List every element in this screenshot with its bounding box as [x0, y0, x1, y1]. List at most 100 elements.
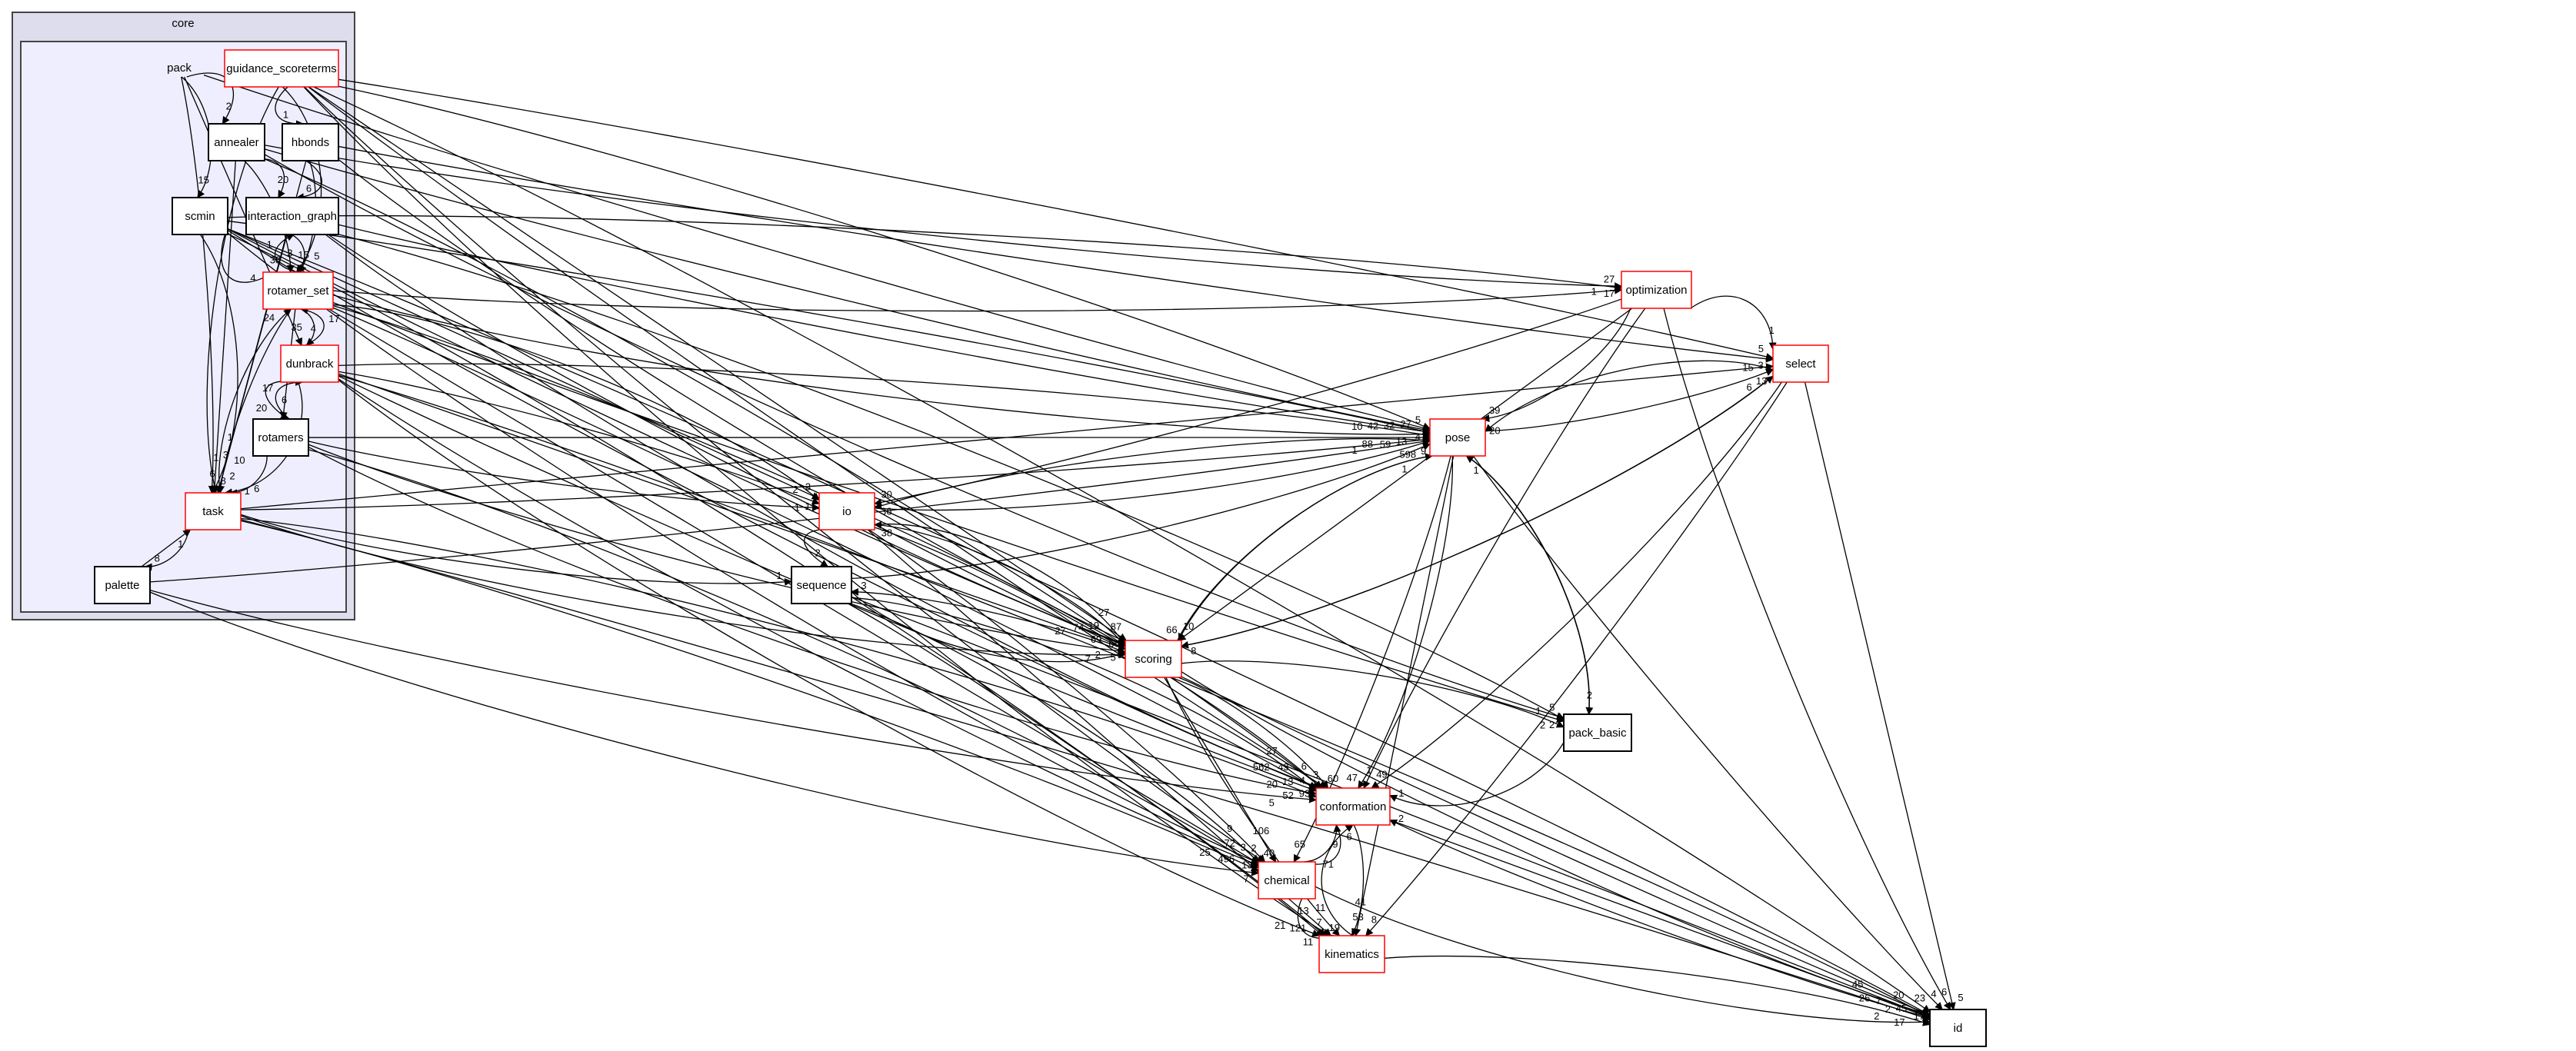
- edge-scoring-to-kinematics[interactable]: [1165, 677, 1341, 936]
- node-id[interactable]: id: [1929, 1009, 1987, 1047]
- edge-rotamer_set-to-io[interactable]: [332, 304, 820, 501]
- edge-scoring-to-select[interactable]: [1181, 375, 1774, 647]
- edge-rotamer_set-to-pack_basic[interactable]: [332, 301, 1565, 723]
- edge-interaction_graph-to-scoring[interactable]: [328, 234, 1126, 646]
- edge-count-label[interactable]: 121: [1290, 922, 1307, 933]
- edge-count-label[interactable]: 1: [228, 431, 233, 443]
- edge-count-label[interactable]: 4: [1931, 988, 1936, 999]
- edge-count-label[interactable]: 106: [1253, 825, 1270, 836]
- edge-count-label[interactable]: 2: [1540, 719, 1545, 730]
- edge-count-label[interactable]: 6: [1746, 381, 1751, 393]
- edge-count-label[interactable]: 562: [1253, 761, 1270, 773]
- edge-count-label[interactable]: 20: [278, 174, 288, 185]
- edge-dunbrack-to-pose[interactable]: [338, 363, 1431, 439]
- edge-scmin-to-id[interactable]: [227, 228, 1931, 1016]
- edge-pack_basic-to-pose[interactable]: [1465, 455, 1590, 715]
- edge-count-label[interactable]: 27: [1098, 607, 1109, 618]
- edge-count-label[interactable]: 49: [1376, 768, 1387, 780]
- edge-rotamer_set-to-task[interactable]: [217, 308, 292, 494]
- edge-count-label[interactable]: 4: [311, 322, 316, 334]
- edge-palette-to-task[interactable]: [141, 529, 192, 567]
- edge-count-label[interactable]: 1: [1474, 464, 1479, 476]
- edge-scoring-to-conformation[interactable]: [1178, 677, 1329, 789]
- edge-count-label[interactable]: 25: [1199, 846, 1210, 858]
- edge-count-label[interactable]: 1: [267, 239, 272, 251]
- edge-palette-to-pose[interactable]: [149, 437, 1431, 583]
- edge-kinematics-to-conformation[interactable]: [1321, 824, 1354, 936]
- edge-scmin-to-io[interactable]: [227, 228, 820, 500]
- edge-count-label[interactable]: 7: [1085, 654, 1091, 665]
- edge-annealer-to-pose[interactable]: [264, 148, 1431, 434]
- edge-count-label[interactable]: 60: [1328, 773, 1338, 784]
- edge-count-label[interactable]: 1: [178, 538, 183, 550]
- edge-rotamer_set-to-interaction_graph[interactable]: [274, 234, 298, 273]
- edge-count-label[interactable]: 5: [1415, 414, 1421, 425]
- node-annealer[interactable]: annealer: [208, 123, 265, 161]
- edge-count-label[interactable]: 1: [1535, 705, 1541, 717]
- edge-count-label[interactable]: 2: [815, 547, 821, 558]
- edge-count-label[interactable]: 17: [1894, 1016, 1905, 1028]
- edge-count-label[interactable]: 52: [1282, 790, 1293, 801]
- edge-count-label[interactable]: 74: [1073, 621, 1084, 633]
- edge-count-label[interactable]: 13: [1756, 375, 1767, 387]
- edge-count-label[interactable]: 7: [1243, 873, 1248, 884]
- edge-count-label[interactable]: 6: [209, 468, 215, 480]
- edge-pose-to-io[interactable]: [874, 437, 1431, 510]
- edge-count-label[interactable]: 2: [1885, 1003, 1891, 1015]
- edge-count-label[interactable]: 9: [1332, 838, 1338, 850]
- edge-pack-to-task[interactable]: [181, 76, 216, 494]
- edge-task-to-rotamer_set[interactable]: [218, 308, 292, 494]
- edge-guidance_scoreterms-to-id[interactable]: [313, 86, 1931, 1013]
- edge-interaction_graph-to-pose[interactable]: [338, 224, 1431, 435]
- edge-count-label[interactable]: 6: [1301, 760, 1307, 772]
- edge-select-to-kinematics[interactable]: [1365, 381, 1788, 936]
- edge-sequence-to-pose[interactable]: [851, 443, 1431, 580]
- edge-scmin-to-optimization[interactable]: [227, 215, 1622, 291]
- node-pack_basic[interactable]: pack_basic: [1563, 713, 1632, 752]
- edge-count-label[interactable]: 17: [1604, 288, 1615, 299]
- edge-count-label[interactable]: 3: [287, 248, 292, 259]
- node-optimization[interactable]: optimization: [1621, 271, 1692, 309]
- edge-guidance_scoreterms-to-chemical[interactable]: [304, 86, 1265, 863]
- edge-count-label[interactable]: 4: [1300, 775, 1305, 787]
- edge-pose-to-select[interactable]: [1485, 368, 1774, 432]
- edge-count-label[interactable]: 496: [1218, 853, 1235, 864]
- node-guidance_scoreterms[interactable]: guidance_scoreterms: [224, 49, 339, 88]
- node-kinematics[interactable]: kinematics: [1318, 935, 1385, 973]
- edge-count-label[interactable]: 32: [1384, 420, 1395, 431]
- edge-annealer-to-pack_basic[interactable]: [264, 154, 1565, 720]
- edge-count-label[interactable]: 5: [1758, 343, 1764, 354]
- edge-count-label[interactable]: 13: [1298, 905, 1308, 916]
- edge-count-label[interactable]: 41: [1355, 896, 1366, 907]
- edge-count-label[interactable]: 87: [1111, 621, 1121, 633]
- edge-guidance_scoreterms-to-select[interactable]: [338, 78, 1774, 361]
- edge-sequence-to-chemical[interactable]: [850, 603, 1259, 863]
- edge-dunbrack-to-rotamer_set[interactable]: [300, 306, 325, 346]
- edge-count-label[interactable]: 3: [1758, 359, 1763, 371]
- edge-count-label[interactable]: 2: [1251, 843, 1256, 854]
- edge-count-label[interactable]: 21: [1275, 920, 1285, 931]
- edge-select-to-id[interactable]: [1804, 381, 1956, 1010]
- edge-io-to-pose[interactable]: [874, 439, 1431, 511]
- edge-scmin-to-pose[interactable]: [227, 220, 1431, 435]
- node-conformation[interactable]: conformation: [1315, 787, 1391, 826]
- edge-task-to-select[interactable]: [240, 363, 1774, 510]
- edge-annealer-to-optimization[interactable]: [264, 145, 1622, 291]
- edge-count-label[interactable]: 3: [1241, 842, 1246, 853]
- edge-count-label[interactable]: 8: [1371, 914, 1377, 926]
- edge-optimization-to-scoring[interactable]: [1178, 308, 1633, 641]
- edge-count-label[interactable]: 47: [1346, 772, 1357, 783]
- node-scmin[interactable]: scmin: [172, 197, 228, 235]
- edge-count-label[interactable]: 2: [229, 470, 235, 481]
- edge-guidance_scoreterms-to-scoring[interactable]: [308, 86, 1127, 641]
- edge-count-label[interactable]: 1: [805, 501, 810, 512]
- edge-count-label[interactable]: 19: [1088, 620, 1099, 631]
- edge-count-label[interactable]: 19: [1328, 922, 1339, 933]
- edge-count-label[interactable]: 1: [283, 109, 288, 121]
- edge-count-label[interactable]: 1: [1769, 324, 1775, 336]
- edge-count-label[interactable]: 20: [1893, 989, 1904, 1001]
- edge-select-to-pose[interactable]: [1485, 360, 1774, 432]
- edge-count-label[interactable]: 5: [314, 251, 319, 262]
- edge-count-label[interactable]: 43: [1278, 761, 1288, 773]
- edge-pack_basic-to-conformation[interactable]: [1389, 742, 1565, 807]
